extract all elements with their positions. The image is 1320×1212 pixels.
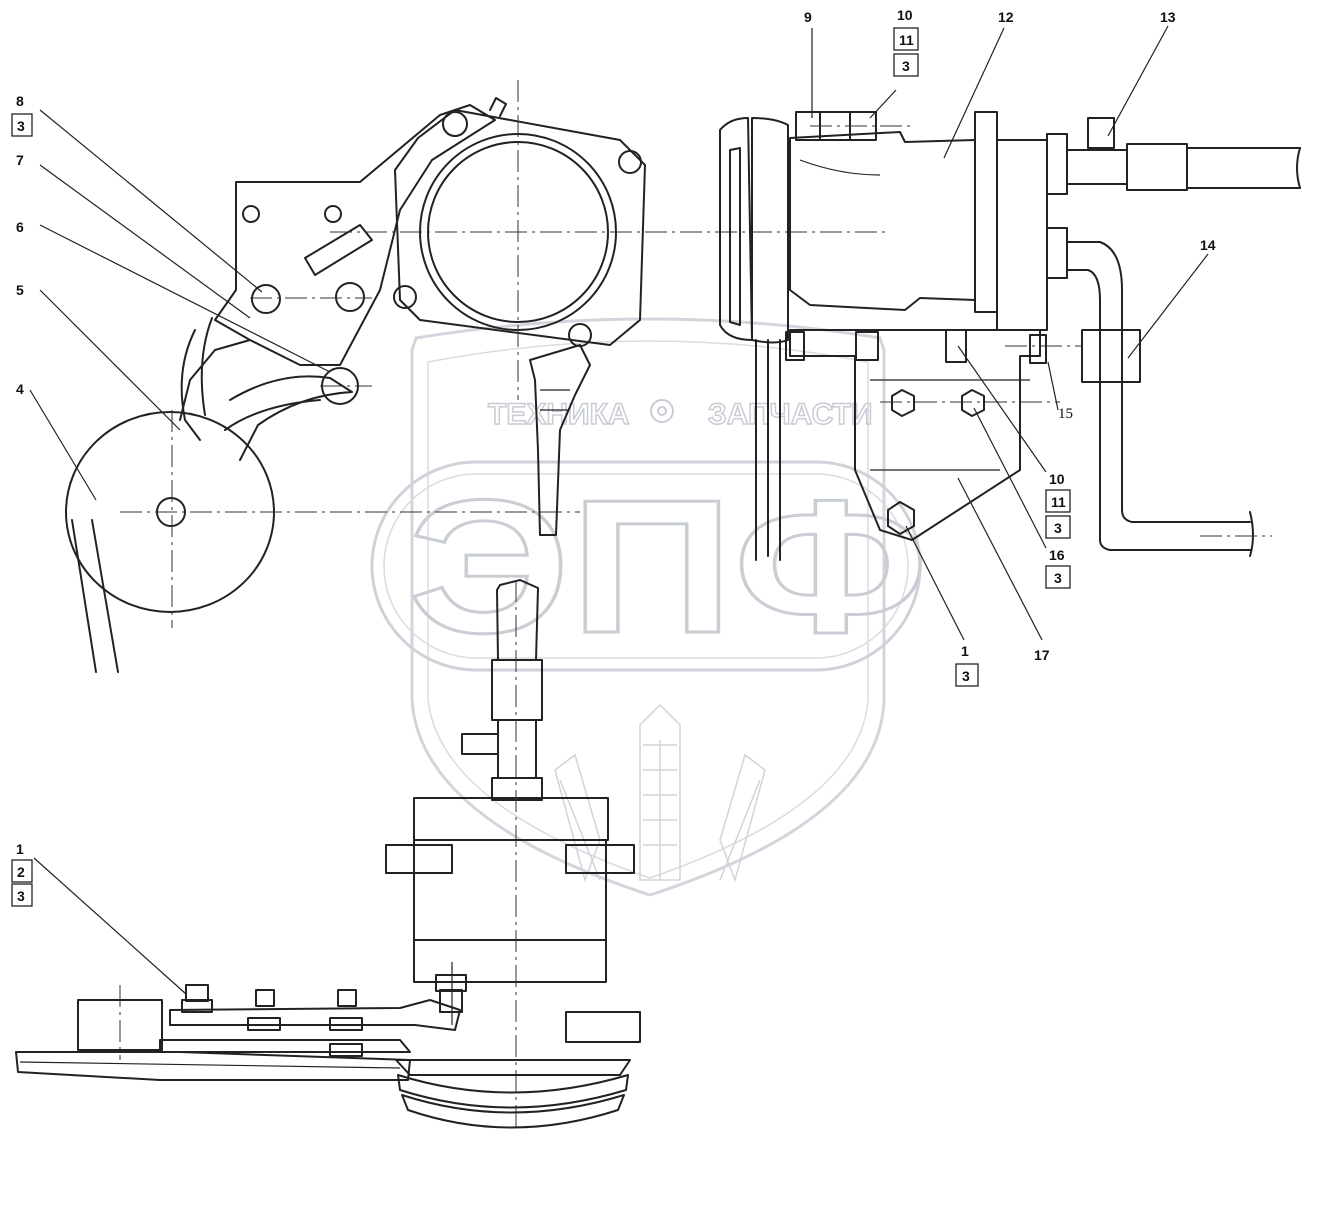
callout-8: 8 3 [11, 93, 33, 137]
svg-text:8: 8 [16, 93, 24, 109]
svg-text:3: 3 [1054, 520, 1062, 536]
compressor-front-view [330, 80, 890, 536]
svg-text:4: 4 [16, 381, 24, 397]
svg-text:1: 1 [961, 643, 969, 659]
watermark-logo: ЭПФ [408, 461, 928, 673]
svg-text:5: 5 [16, 282, 24, 298]
compressor-side-view [385, 579, 641, 1130]
callout-10-11-3-top: 10 11 3 [893, 7, 919, 77]
callout-16-3: 16 3 [1045, 547, 1071, 589]
tensioner-assembly [65, 104, 580, 673]
svg-text:16: 16 [1049, 547, 1065, 563]
callout-10-11-3-mid: 10 11 3 [1045, 471, 1071, 539]
svg-text:3: 3 [962, 668, 970, 684]
svg-text:17: 17 [1034, 647, 1050, 663]
callout-5: 5 [16, 282, 24, 298]
svg-text:12: 12 [998, 9, 1014, 25]
svg-text:9: 9 [804, 9, 812, 25]
watermark: ТЕХНИКА ЗАПЧАСТИ ЭПФ [370, 317, 930, 897]
watermark-left-word: ТЕХНИКА [488, 398, 630, 431]
svg-text:11: 11 [899, 32, 914, 48]
svg-text:10: 10 [897, 7, 913, 23]
svg-text:2: 2 [17, 864, 25, 880]
watermark-gear-icon [650, 399, 674, 423]
callout-6: 6 [16, 219, 24, 235]
svg-text:6: 6 [16, 219, 24, 235]
svg-text:10: 10 [1049, 471, 1065, 487]
svg-text:15: 15 [1058, 406, 1073, 422]
svg-text:3: 3 [902, 58, 910, 74]
callout-4: 4 [16, 381, 24, 397]
callout-14: 14 [1200, 237, 1216, 253]
callout-1-3-mid: 1 3 [955, 643, 979, 687]
svg-text:13: 13 [1160, 9, 1176, 25]
svg-text:7: 7 [16, 152, 24, 168]
svg-text:3: 3 [1054, 570, 1062, 586]
callout-1-2-3-bottom: 1 2 3 [11, 841, 33, 907]
svg-text:3: 3 [17, 118, 25, 134]
callout-15: 15 [1058, 406, 1073, 422]
callout-9: 9 [804, 9, 812, 25]
callout-12: 12 [998, 9, 1014, 25]
callout-7: 7 [16, 152, 24, 168]
svg-text:1: 1 [16, 841, 24, 857]
lower-tension-link [15, 962, 467, 1081]
svg-text:11: 11 [1051, 494, 1066, 510]
svg-text:3: 3 [17, 888, 25, 904]
watermark-right-word: ЗАПЧАСТИ [708, 398, 872, 431]
leader-lines [29, 25, 1209, 995]
callout-13: 13 [1160, 9, 1176, 25]
svg-text:14: 14 [1200, 237, 1216, 253]
compressor-top-view [719, 111, 1301, 561]
callout-17: 17 [1034, 647, 1050, 663]
